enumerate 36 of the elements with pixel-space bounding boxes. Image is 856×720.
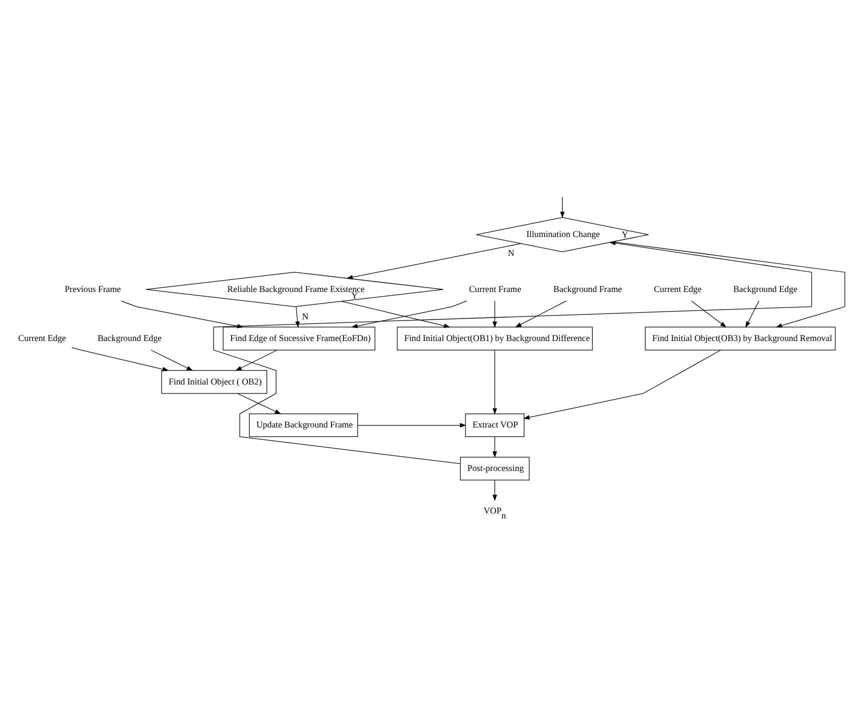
arrow — [72, 347, 169, 372]
arrow — [295, 306, 300, 328]
node-box: Update Background Frame — [249, 413, 358, 438]
edge-label: Y — [351, 290, 358, 301]
arrow — [358, 423, 466, 428]
arrow — [492, 436, 498, 458]
node-text: Background Frame — [553, 284, 622, 294]
arrow — [346, 243, 522, 280]
edge-label: N — [302, 312, 308, 322]
node-text: Previous Frame — [64, 284, 121, 294]
arrow — [691, 300, 727, 328]
arrow — [213, 240, 812, 464]
arrow — [514, 300, 567, 328]
node-box: Extract VOP — [465, 413, 524, 438]
node-text: Current Edge — [18, 332, 66, 343]
node-box: Post-processing — [460, 456, 530, 480]
node-box: Find Edge of Sucessive Frame(EoFDn) — [222, 326, 376, 350]
edge-label: Y — [622, 230, 628, 240]
node-text: Current Frame — [468, 284, 522, 294]
arrow — [235, 350, 278, 371]
arrow — [341, 300, 450, 328]
node-text: Current Edge — [654, 284, 702, 294]
node-text: Background Edge — [733, 284, 798, 294]
arrow — [351, 300, 468, 328]
arrow — [560, 196, 565, 218]
node-box: Find Initial Object(OB3) by Background Removal — [644, 326, 836, 350]
arrow — [237, 393, 282, 414]
arrow — [492, 300, 498, 328]
node-box: Find Initial Object ( OB2) — [161, 370, 268, 394]
arrow — [745, 300, 760, 328]
arrow — [492, 480, 498, 502]
arrow — [492, 350, 498, 415]
arrow — [150, 350, 193, 371]
node-box: Find Initial Object(OB1) by Background Difference — [396, 326, 593, 350]
arrow — [523, 350, 721, 420]
node-text: Background Edge — [98, 332, 162, 343]
